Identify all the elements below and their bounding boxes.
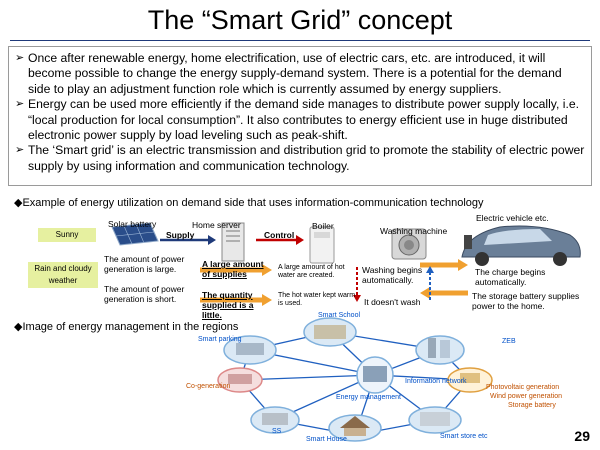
charge-begins-text: The charge begins automatically. [475,267,546,287]
control-label: Control [264,230,295,240]
cogeneration-label: Co-generation [186,383,231,390]
orange-arrow-from-ev [420,287,468,299]
bullet-item: ➢Energy can be used more efficiently if … [15,97,585,143]
storage-battery-supplies-text: The storage battery supplies power to th… [472,291,580,311]
solar-panel-icon [111,222,159,246]
regional-energy-network [217,317,493,442]
bullet-text: The ‘Smart grid’ is an electric transmis… [28,143,585,173]
page-title: The “Smart Grid” concept [147,5,453,35]
bullet-text: Once after renewable energy, home electr… [28,51,562,96]
cogeneration-node [217,367,263,393]
orange-arrow-little-supply [200,294,272,306]
diamond-bullet-icon: ◆ [14,197,23,209]
information-network-label: Information network [405,378,467,385]
solar-battery-label: Solar battery [108,219,157,229]
ss-node [250,406,300,434]
washing-begins-text: Washing begins automatically. [362,265,423,285]
smart-house-label: Smart House [306,436,347,443]
zeb-label: ZEB [502,338,516,345]
pv-generation-label: Photovoltaic generation [486,384,560,391]
section2-heading: ◆Image of energy management in the regio… [14,321,239,333]
bullet-item: ➢Once after renewable energy, home elect… [15,51,585,97]
smart-house-node [328,414,382,442]
smart-parking-node [223,335,277,365]
smart-parking-label: Smart parking [198,336,242,343]
smart-store-label: Smart store etc [440,433,488,440]
bullet-box: ➢Once after renewable energy, home elect… [8,46,592,186]
sunny-label: Sunny [38,228,96,242]
title-underline [10,40,590,41]
hot-water-kept-text: The hot water kept warm is used. [278,292,356,307]
quantity-little-text: The quantity supplied is a little. [202,290,254,320]
rainy-label: Rain and cloudy weather [28,262,98,288]
electric-vehicle-icon [461,225,581,266]
storage-battery-label: Storage battery [508,402,556,409]
power-large-text: The amount of power generation is large. [104,254,185,274]
boiler-label: Boiler [312,221,334,231]
control-arrow [256,235,304,245]
ss-label: SS [272,428,282,435]
smart-school-label: Smart School [318,312,361,319]
home-server-icon [221,222,245,262]
wind-power-label: Wind power generation [490,393,562,400]
supply-arrow [160,235,216,245]
smart-school-node [303,317,357,347]
home-server-label: Home server [192,220,241,230]
smart-store-node [408,406,462,434]
orange-arrow-large-supply [200,264,272,276]
page-number: 29 [574,428,590,444]
energy-management-label: Energy management [336,394,401,401]
doesnt-wash-text: It doesn't wash [364,297,421,307]
zeb-node [415,335,465,365]
section1-heading: ◆Example of energy utilization on demand… [14,197,484,209]
washing-machine-label: Washing machine [380,226,448,236]
demand-side-diagram [111,222,581,306]
power-short-text: The amount of power generation is short. [104,284,185,304]
dashed-arrow-down [353,267,361,302]
large-supplies-text: A large amount of supplies [202,259,264,279]
bullet-arrow-icon: ➢ [15,144,25,157]
energy-management-center-icon [356,356,394,394]
dashed-arrow-up [426,266,434,300]
boiler-icon [309,226,335,264]
bullet-arrow-icon: ➢ [15,52,25,64]
hot-water-created-text: A large amount of hot water are created. [278,264,345,279]
electric-vehicle-label: Electric vehicle etc. [476,213,549,223]
orange-arrow-to-ev [420,259,468,271]
washing-machine-icon [391,228,427,260]
bullet-text: Energy can be used more efficiently if t… [28,97,579,143]
supply-label: Supply [166,230,195,240]
bullet-item: ➢The ‘Smart grid’ is an electric transmi… [15,143,585,174]
renewable-node [447,367,493,393]
bullet-arrow-icon: ➢ [15,98,25,111]
diamond-bullet-icon: ◆ [14,321,23,333]
